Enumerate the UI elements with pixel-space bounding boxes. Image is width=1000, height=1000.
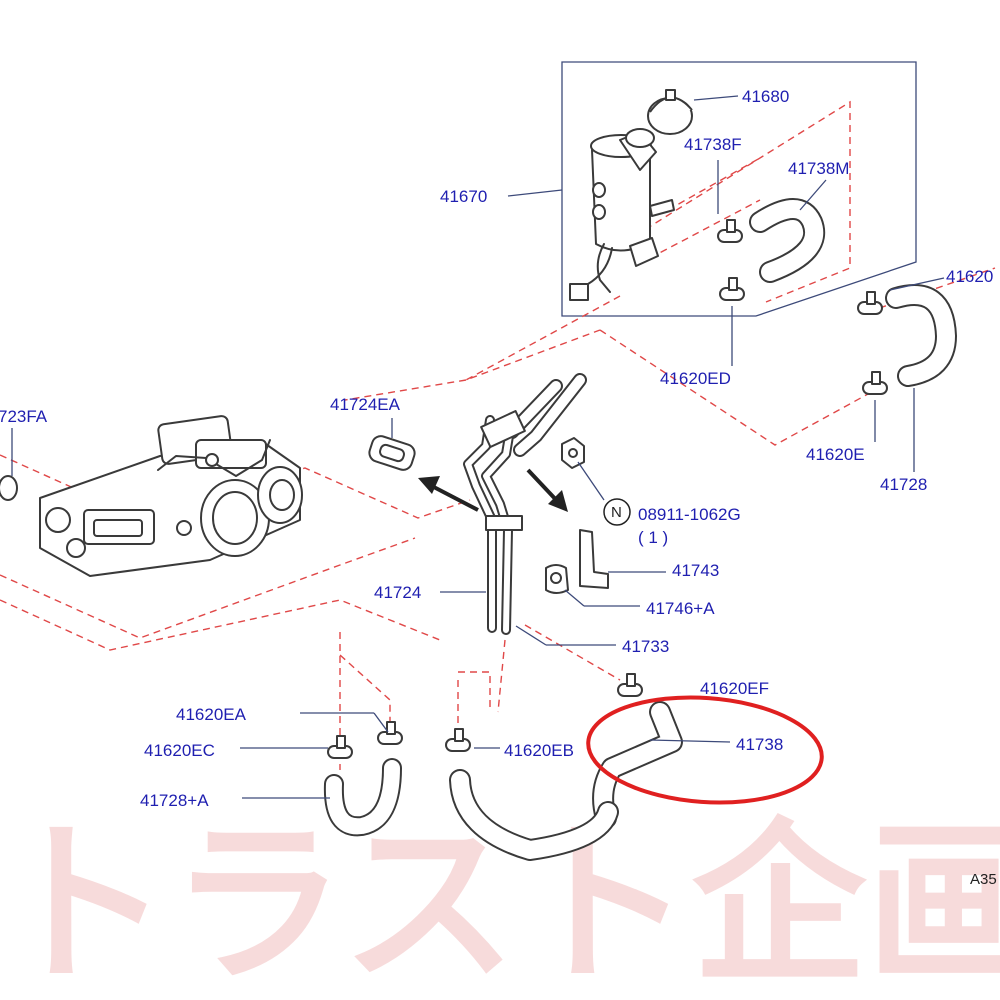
reservoir-group-box <box>561 61 917 317</box>
label-41620ea: 41620EA <box>176 705 247 724</box>
label-41680: 41680 <box>742 87 789 106</box>
label-41620e: 41620E <box>806 445 865 464</box>
reference-code: A35 <box>970 871 997 888</box>
leader-lines <box>11 95 945 799</box>
label-41620ed: 41620ED <box>660 369 731 388</box>
label-41733: 41733 <box>622 637 669 656</box>
valve-body <box>39 415 303 577</box>
label-41620ef: 41620EF <box>700 679 769 698</box>
label-41670: 41670 <box>440 187 487 206</box>
tube-assembly <box>463 410 526 635</box>
label-41738f: 41738F <box>684 135 742 154</box>
n-marker: N <box>603 498 631 526</box>
direction-arrows <box>418 468 568 512</box>
label-41743: 41743 <box>672 561 719 580</box>
label-41738m: 41738M <box>788 159 849 178</box>
label-41746a: 41746+A <box>646 599 715 618</box>
nut <box>561 437 585 469</box>
label-41620: 41620 <box>946 267 993 286</box>
label-41728a: 41728+A <box>140 791 209 810</box>
bracket <box>545 529 609 594</box>
label-08911: 08911-1062G <box>638 505 741 524</box>
hose-clamps <box>327 219 888 759</box>
label-41738: 41738 <box>736 735 783 754</box>
n-marker-letter: N <box>611 504 622 521</box>
label-41724: 41724 <box>374 583 421 602</box>
label-qty: ( 1 ) <box>638 528 668 547</box>
label-41724ea: 41724EA <box>330 395 401 414</box>
label-41620ec: 41620EC <box>144 741 215 760</box>
reservoir-tank <box>569 128 675 301</box>
label-41620eb: 41620EB <box>504 741 574 760</box>
washer <box>0 475 18 501</box>
label-723fa: 723FA <box>0 407 48 426</box>
label-41728: 41728 <box>880 475 927 494</box>
grommet <box>368 435 416 471</box>
reservoir-cap <box>647 89 693 135</box>
highlight-circle <box>586 695 824 805</box>
part-labels: 41680 41738F 41738M 41670 41620 41620ED … <box>0 87 997 888</box>
